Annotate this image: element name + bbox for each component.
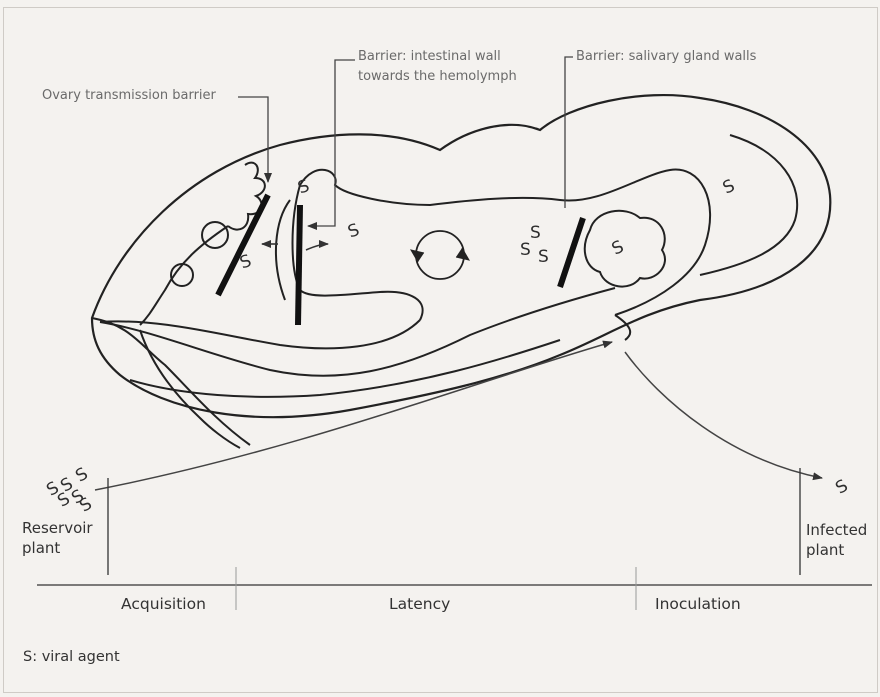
salivary-gland <box>585 211 665 287</box>
phase-latency: Latency <box>389 595 450 613</box>
viral-agent-symbol: S <box>237 251 254 273</box>
intestinal-barrier-label-line2: towards the hemolymph <box>358 69 517 85</box>
infected-plant-label-line1: Infected <box>806 520 867 540</box>
ovary-duct <box>140 226 228 325</box>
ovary-label-leader <box>238 97 268 182</box>
salivary-label-leader <box>565 57 573 208</box>
viral-agent-symbol: S <box>530 223 541 243</box>
legend-text: S: viral agent <box>23 649 120 665</box>
viral-agent-symbol: S <box>76 494 95 517</box>
hindgut-loop <box>276 200 630 340</box>
ovary-barrier-label: Ovary transmission barrier <box>42 88 216 104</box>
viral-agent-symbol: S <box>538 247 549 267</box>
mouthpart-stylet-2 <box>140 330 240 448</box>
midgut-outline <box>293 170 711 320</box>
salivary-barrier-label: Barrier: salivary gland walls <box>576 49 756 65</box>
reservoir-plant-label-line1: Reservoir <box>22 518 93 538</box>
infected-plant-label-line2: plant <box>806 540 867 560</box>
intestinal-label-leader <box>308 60 355 226</box>
viral-agent-symbol: S <box>832 476 851 499</box>
circulation-arrow-right <box>456 248 469 260</box>
infected-plant-label: Infected plant <box>806 520 867 560</box>
viral-agent-symbol: S <box>609 237 627 260</box>
mouthpart-stylet <box>92 318 250 445</box>
viral-agent-symbol: S <box>72 464 91 487</box>
reservoir-plant-label: Reservoir plant <box>22 518 93 558</box>
ovary-barrier-bar <box>218 195 268 295</box>
circulation-arrow-left <box>411 250 424 262</box>
reservoir-plant-label-line2: plant <box>22 538 93 558</box>
phase-inoculation: Inoculation <box>655 595 741 613</box>
viral-agent-symbol: S <box>345 220 362 242</box>
salivary-barrier-bar <box>560 218 583 287</box>
ovary-chain <box>228 163 265 230</box>
phase-acquisition: Acquisition <box>121 595 206 613</box>
viral-agent-symbol: S <box>720 176 738 199</box>
hemolymph-circulation <box>416 231 464 279</box>
viral-agent-symbol: S <box>520 240 531 260</box>
intestinal-barrier-label-line1: Barrier: intestinal wall <box>358 49 501 65</box>
intestinal-crossing-arrow <box>306 244 328 250</box>
intestinal-barrier-bar <box>298 205 300 325</box>
inoculation-arrow <box>625 352 822 478</box>
